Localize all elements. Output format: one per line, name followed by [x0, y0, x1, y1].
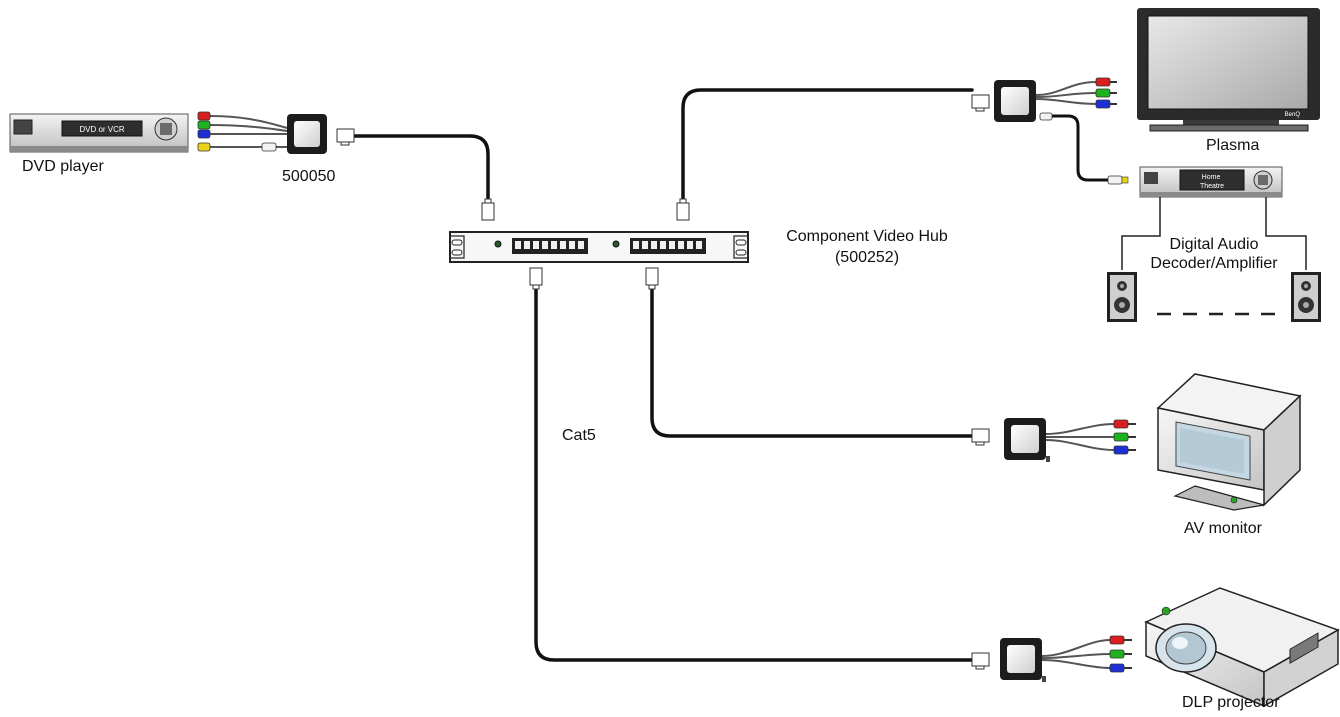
- rj45-plug-hub-in: [481, 198, 495, 221]
- cat5-cables: [353, 88, 974, 662]
- rj45-plug-dvd-adapter: [336, 128, 355, 146]
- rj45-plug-plasma-adapter: [971, 94, 990, 112]
- cable-hub-to-plasma: [681, 88, 974, 207]
- rj45-plug-hub-projector: [529, 267, 543, 290]
- dvd-rca-breakout: [197, 111, 288, 152]
- projector-rca-breakout: [1041, 635, 1132, 673]
- plug-yellow: [197, 142, 211, 152]
- projector-status-led: [1161, 606, 1171, 616]
- plug-yellow: [1121, 176, 1129, 184]
- amp-display-text: Home Theatre: [1200, 174, 1224, 190]
- speaker-left: [1107, 272, 1137, 322]
- plug-white: [261, 142, 277, 152]
- plug-blue: [197, 129, 211, 139]
- hub-led-1: [494, 240, 502, 248]
- plug-green: [1113, 432, 1129, 442]
- rj45-connectors: [336, 94, 990, 670]
- label-plasma: Plasma: [1206, 137, 1260, 154]
- plug-green: [197, 120, 211, 130]
- plug-blue: [1113, 445, 1129, 455]
- label-av-monitor: AV monitor: [1184, 520, 1262, 537]
- label-dvd-player: DVD player: [22, 158, 104, 175]
- plug-blue: [1109, 663, 1125, 673]
- cable-hub-to-projector: [534, 283, 974, 662]
- cable-hub-to-monitor: [650, 283, 974, 438]
- monitor-power-led: [1230, 496, 1238, 504]
- plasma-brand-text: BenQ: [1285, 112, 1301, 118]
- hub-port-bank-1: [512, 238, 588, 254]
- rj45-plug-projector-adapter: [971, 652, 990, 670]
- label-dlp-projector: DLP projector: [1182, 694, 1280, 711]
- label-hub-name: Component Video Hub: [786, 228, 948, 245]
- av-monitor: [1156, 373, 1302, 511]
- plasma-rca-breakout: [1035, 77, 1129, 185]
- label-amplifier: Digital Audio Decoder/Amplifier: [1150, 236, 1278, 272]
- label-adapter-part-number: 500050: [282, 168, 336, 185]
- projector-adapter: [1000, 638, 1046, 682]
- label-hub-part-number: (500252): [834, 249, 900, 266]
- dvd-balun-adapter: [287, 114, 327, 154]
- rj45-plug-hub-plasma: [676, 198, 690, 221]
- amp-display-line-1: Home: [1202, 174, 1221, 181]
- plug-green: [1109, 649, 1125, 659]
- dlp-projector: [1144, 587, 1340, 708]
- rj45-plug-monitor-adapter: [971, 428, 990, 446]
- plug-white: [1039, 112, 1053, 121]
- home-theatre-amplifier: Home Theatre: [1139, 166, 1283, 198]
- dvd-display-text: DVD or VCR: [79, 125, 125, 134]
- label-cable-type: Cat5: [562, 427, 596, 444]
- component-video-hub: [449, 231, 749, 263]
- speaker-right: [1291, 272, 1321, 322]
- plug-red: [1095, 77, 1111, 87]
- hub-led-2: [612, 240, 620, 248]
- speaker-wiring: [1121, 197, 1307, 316]
- plasma-tv: BenQ: [1137, 8, 1320, 132]
- hub-port-bank-2: [630, 238, 706, 254]
- plug-green: [1095, 88, 1111, 98]
- plug-red: [1109, 635, 1125, 645]
- monitor-rca-breakout: [1045, 419, 1136, 455]
- monitor-adapter: [1004, 418, 1050, 462]
- rj45-plug-hub-monitor: [645, 267, 659, 290]
- dvd-player: DVD or VCR: [9, 113, 189, 153]
- plug-blue: [1095, 99, 1111, 109]
- plug-white: [1107, 175, 1123, 185]
- plug-red: [197, 111, 211, 121]
- amp-display-line-2: Theatre: [1200, 183, 1224, 190]
- cable-dvd-to-hub: [353, 134, 490, 207]
- plasma-adapter: [994, 80, 1036, 122]
- plug-red: [1113, 419, 1129, 429]
